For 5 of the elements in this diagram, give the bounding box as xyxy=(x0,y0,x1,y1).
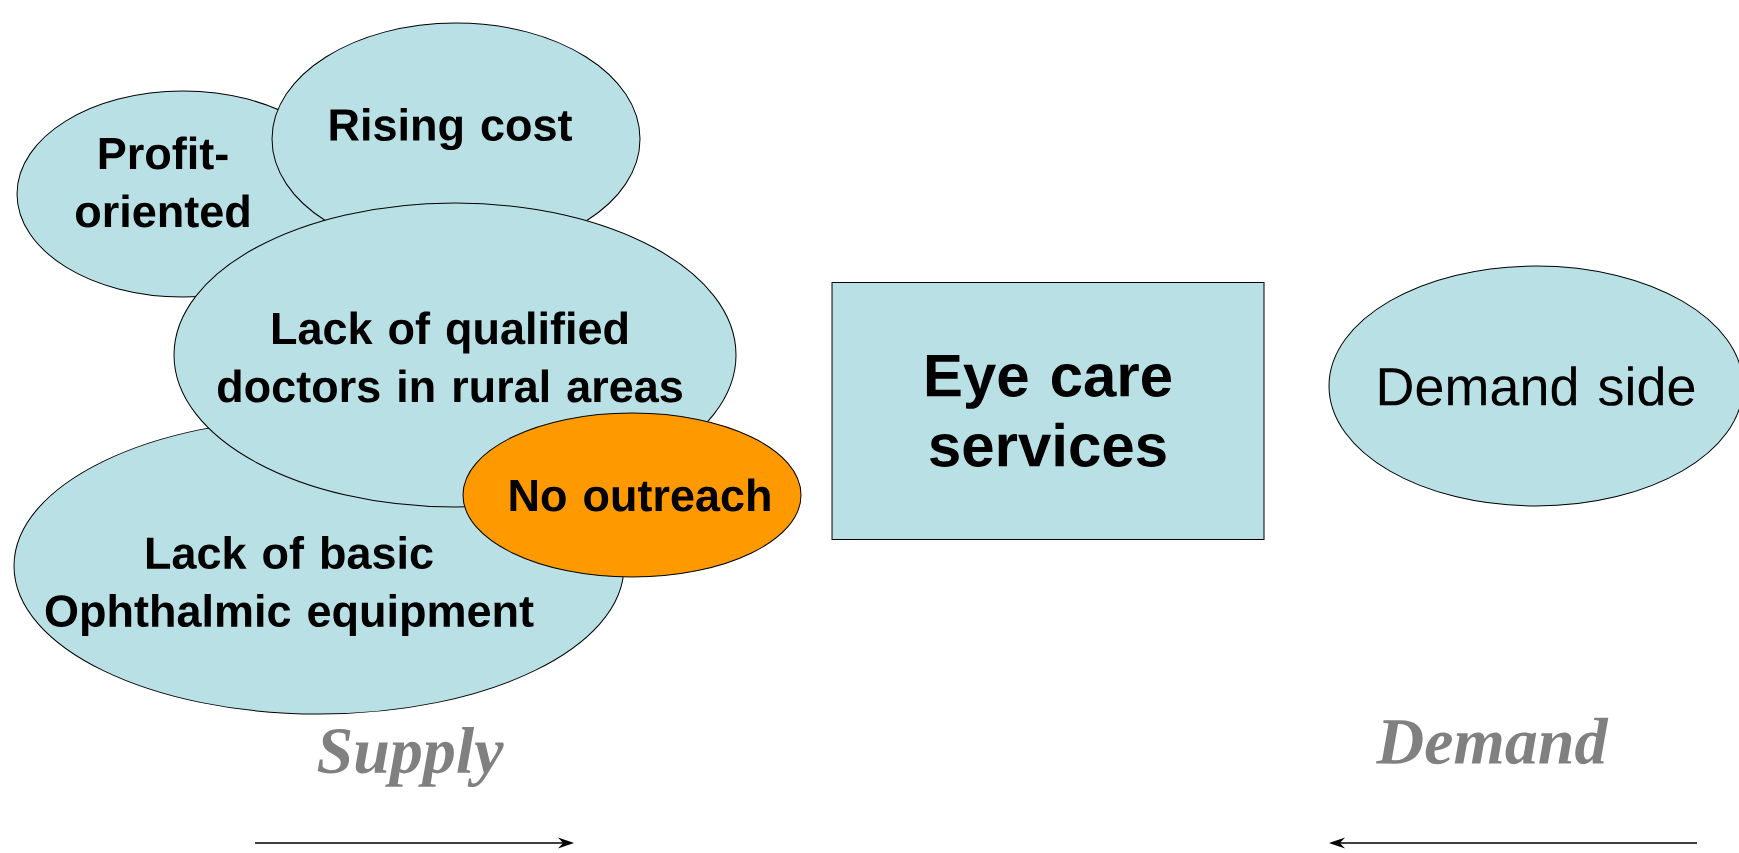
side-label: Supply xyxy=(317,727,504,787)
process-box: Eye care services xyxy=(831,282,1265,540)
ellipse-node: No outreach xyxy=(462,412,802,578)
side-label: Demand xyxy=(1376,717,1609,765)
ellipse-node: Demand side xyxy=(1328,265,1739,507)
